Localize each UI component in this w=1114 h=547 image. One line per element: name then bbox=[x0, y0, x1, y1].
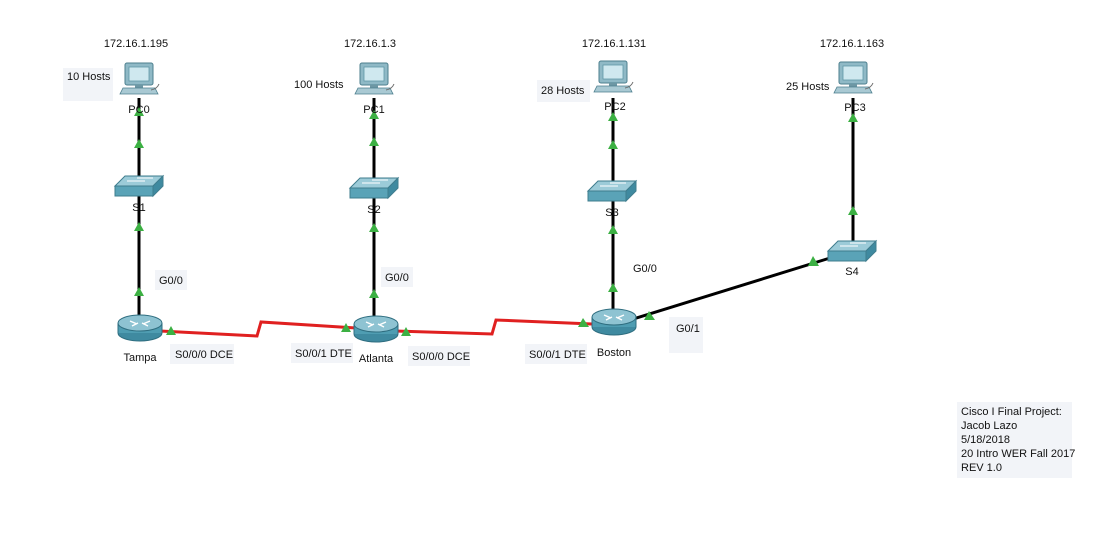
hosts-label: 100 Hosts bbox=[294, 79, 344, 91]
link-up-indicator bbox=[608, 112, 618, 121]
interface-label-tampa-s000: S0/0/0 DCE bbox=[175, 349, 233, 361]
router-boston[interactable]: Boston bbox=[591, 308, 637, 359]
link-up-indicator bbox=[369, 137, 379, 146]
note-line: REV 1.0 bbox=[961, 462, 1002, 474]
switch-name: S4 bbox=[845, 266, 858, 278]
interface-label-boston-g00: G0/0 bbox=[633, 263, 657, 275]
pc-icon bbox=[833, 61, 874, 94]
switch-icon bbox=[114, 175, 164, 197]
pc-name: PC0 bbox=[128, 104, 149, 116]
link-up-indicator bbox=[401, 327, 411, 336]
interface-labels: G0/0 G0/0 G0/0 G0/1 S0/0/0 DCE S0/0/1 DT… bbox=[155, 263, 703, 366]
link-up-indicator bbox=[134, 139, 144, 148]
link-up-indicator bbox=[644, 311, 655, 320]
hosts-label-bg bbox=[63, 68, 113, 101]
note-line: Cisco I Final Project: bbox=[961, 406, 1062, 418]
link-up-indicator bbox=[134, 107, 144, 116]
note-line: 20 Intro WER Fall 2017 bbox=[961, 448, 1076, 460]
interface-label-atlanta-s001: S0/0/1 DTE bbox=[295, 348, 352, 360]
pc-name: PC2 bbox=[604, 101, 625, 113]
link-up-indicator bbox=[608, 283, 618, 292]
link-up-indicator bbox=[608, 140, 618, 149]
pc1[interactable]: PC1 172.16.1.3 100 Hosts bbox=[294, 38, 396, 116]
project-note[interactable]: Cisco I Final Project: Jacob Lazo 5/18/2… bbox=[957, 402, 1076, 478]
pc-ip-label: 172.16.1.195 bbox=[104, 38, 168, 50]
link-up-indicator bbox=[369, 223, 379, 232]
link-up-indicator bbox=[134, 287, 144, 296]
router-icon bbox=[117, 314, 163, 342]
serial-link-tampa-atlanta bbox=[159, 320, 357, 338]
router-atlanta[interactable]: Atlanta bbox=[353, 315, 399, 365]
pc-icon bbox=[119, 62, 160, 95]
link-up-indicator bbox=[808, 256, 819, 266]
router-icon bbox=[591, 308, 637, 336]
pc-icon bbox=[593, 60, 634, 93]
note-line: 5/18/2018 bbox=[961, 434, 1010, 446]
switch-name: S3 bbox=[605, 207, 618, 219]
switch-icon bbox=[349, 177, 399, 199]
pc3[interactable]: PC3 172.16.1.163 25 Hosts bbox=[786, 38, 884, 114]
ethernet-links bbox=[137, 98, 855, 322]
hosts-label: 25 Hosts bbox=[786, 81, 830, 93]
switch-icon bbox=[587, 180, 637, 202]
switch-icon bbox=[827, 240, 877, 262]
switch-name: S1 bbox=[132, 202, 145, 214]
link-boston-s4 bbox=[629, 256, 831, 322]
pc2[interactable]: PC2 172.16.1.131 28 Hosts bbox=[537, 38, 646, 113]
note-line: Jacob Lazo bbox=[961, 420, 1018, 432]
interface-label-atlanta-g00: G0/0 bbox=[385, 272, 409, 284]
router-icon bbox=[353, 315, 399, 343]
interface-label-tampa-g00: G0/0 bbox=[159, 275, 183, 287]
pc-ip-label: 172.16.1.163 bbox=[820, 38, 884, 50]
link-up-indicator bbox=[369, 110, 379, 119]
switch-s2[interactable]: S2 bbox=[349, 177, 399, 216]
link-up-indicator bbox=[369, 289, 379, 298]
router-tampa[interactable]: Tampa bbox=[117, 314, 163, 364]
serial-link-atlanta-boston bbox=[394, 318, 593, 336]
router-name: Tampa bbox=[123, 352, 157, 364]
hosts-label: 10 Hosts bbox=[67, 71, 111, 83]
switch-s1[interactable]: S1 bbox=[114, 175, 164, 214]
pc-ip-label: 172.16.1.131 bbox=[582, 38, 646, 50]
pc-name: PC3 bbox=[844, 102, 865, 114]
link-up-indicator bbox=[166, 326, 176, 335]
pc-name: PC1 bbox=[363, 104, 384, 116]
link-up-indicator bbox=[848, 113, 858, 122]
switch-name: S2 bbox=[367, 204, 380, 216]
pc-icon bbox=[354, 62, 395, 95]
link-up-indicator bbox=[341, 323, 351, 332]
router-name: Atlanta bbox=[359, 353, 394, 365]
hosts-label-bg bbox=[537, 80, 590, 102]
serial-links bbox=[159, 318, 593, 338]
link-up-indicator bbox=[608, 225, 618, 234]
interface-label-boston-s001: S0/0/1 DTE bbox=[529, 349, 586, 361]
link-status-indicators bbox=[134, 107, 858, 336]
router-name: Boston bbox=[597, 347, 631, 359]
hosts-label: 28 Hosts bbox=[541, 85, 585, 97]
switch-s4[interactable]: S4 bbox=[827, 240, 877, 278]
switch-s3[interactable]: S3 bbox=[587, 180, 637, 219]
link-up-indicator bbox=[578, 318, 589, 327]
interface-label-atlanta-s000: S0/0/0 DCE bbox=[412, 351, 470, 363]
link-up-indicator bbox=[848, 206, 858, 215]
link-up-indicator bbox=[134, 222, 144, 231]
interface-label-boston-g01: G0/1 bbox=[676, 323, 700, 335]
pc0[interactable]: PC0 172.16.1.195 10 Hosts bbox=[63, 38, 168, 116]
pc-ip-label: 172.16.1.3 bbox=[344, 38, 396, 50]
